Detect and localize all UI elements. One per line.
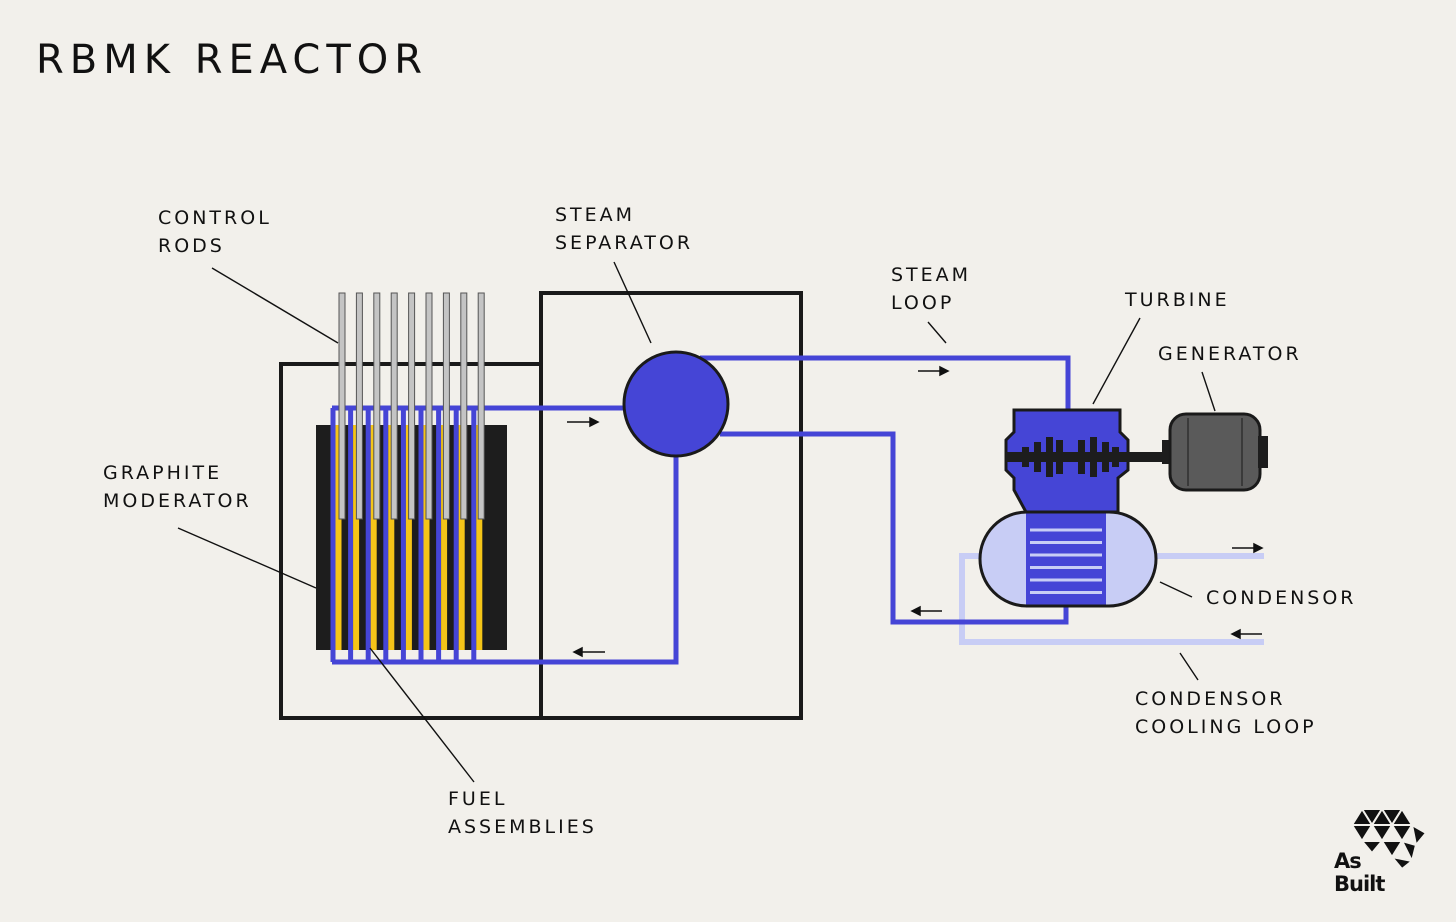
label-line: RODS bbox=[158, 235, 225, 257]
turbine-blade bbox=[1090, 437, 1097, 477]
turbine-blade bbox=[1046, 437, 1053, 477]
label-line: ASSEMBLIES bbox=[448, 816, 597, 838]
label-line: COOLING LOOP bbox=[1135, 716, 1317, 738]
leader-steam-loop bbox=[927, 321, 947, 344]
fuel-assembly bbox=[423, 425, 430, 650]
return-to-separator bbox=[720, 431, 1069, 625]
channel-stub bbox=[471, 408, 477, 662]
turbine-blade bbox=[1034, 442, 1041, 472]
label-condensor: CONDENSOR bbox=[1206, 584, 1357, 612]
arrow-cooling-in-left bbox=[1230, 628, 1262, 640]
leader-steam-separator bbox=[613, 261, 652, 344]
label-line: LOOP bbox=[891, 292, 955, 314]
turbine-blades bbox=[1022, 437, 1119, 477]
leader-generator bbox=[1201, 371, 1216, 412]
channel-stub bbox=[365, 408, 371, 662]
control-rod bbox=[442, 292, 450, 520]
control-rod bbox=[460, 292, 468, 520]
fuel-assembly bbox=[353, 425, 360, 650]
turbine-blade bbox=[1112, 447, 1119, 467]
channel-stub bbox=[418, 408, 424, 662]
turbine-blade bbox=[1056, 440, 1063, 474]
control-rod bbox=[338, 292, 346, 520]
control-rods bbox=[338, 292, 485, 520]
label-line: SEPARATOR bbox=[555, 232, 694, 254]
arrow-downcomer-left bbox=[572, 646, 605, 658]
channel-stub bbox=[330, 408, 336, 662]
label-line: MODERATOR bbox=[103, 490, 252, 512]
label-graphite-moderator: GRAPHITE MODERATOR bbox=[103, 459, 252, 515]
steam-separator-drum bbox=[622, 350, 730, 458]
label-turbine: TURBINE bbox=[1125, 286, 1230, 314]
label-fuel-assemblies: FUEL ASSEMBLIES bbox=[448, 785, 597, 841]
leader-graphite-moderator bbox=[177, 527, 317, 589]
label-line: GENERATOR bbox=[1158, 343, 1302, 365]
separator-building bbox=[539, 291, 803, 720]
steam-loop-pipe bbox=[700, 355, 1071, 412]
fuel-assembly bbox=[370, 425, 377, 650]
label-line: CONDENSOR bbox=[1206, 587, 1357, 609]
condensor-tube-bundle bbox=[1026, 510, 1106, 606]
control-rod bbox=[425, 292, 433, 520]
arrow-return-left bbox=[910, 605, 942, 617]
fuel-channels bbox=[330, 408, 483, 662]
label-line: FUEL bbox=[448, 788, 508, 810]
turbine-blade bbox=[1102, 442, 1109, 472]
label-control-rods: CONTROL RODS bbox=[158, 204, 272, 260]
generator-end-cap bbox=[1258, 436, 1268, 468]
channel-stub bbox=[348, 408, 354, 662]
fuel-assembly bbox=[405, 425, 412, 650]
arrow-steam-right bbox=[918, 365, 950, 377]
control-rod bbox=[373, 292, 381, 520]
channel-stub bbox=[453, 408, 459, 662]
asbuilt-logo-mark bbox=[1350, 807, 1428, 871]
label-condensor-cooling-loop: CONDENSOR COOLING LOOP bbox=[1135, 685, 1317, 741]
leader-condensor bbox=[1159, 581, 1193, 598]
diagram-title: RBMK REACTOR bbox=[36, 37, 429, 83]
fuel-assembly bbox=[441, 425, 448, 650]
fuel-assembly bbox=[388, 425, 395, 650]
control-rod bbox=[477, 292, 485, 520]
arrow-cooling-out-right bbox=[1232, 542, 1264, 554]
turbine-blade bbox=[1078, 440, 1085, 474]
condensor-tubes bbox=[1030, 528, 1102, 594]
channel-stub bbox=[383, 408, 389, 662]
leader-cooling-loop bbox=[1179, 652, 1199, 681]
turbine-blade bbox=[1022, 447, 1029, 467]
channel-stub bbox=[400, 408, 406, 662]
label-line: GRAPHITE bbox=[103, 462, 223, 484]
label-line: STEAM bbox=[555, 204, 636, 226]
fuel-assembly bbox=[476, 425, 483, 650]
label-generator: GENERATOR bbox=[1158, 340, 1302, 368]
control-rod bbox=[355, 292, 363, 520]
logo-line2: Built bbox=[1334, 872, 1385, 896]
flow-arrows bbox=[567, 365, 1264, 658]
leader-lines bbox=[177, 261, 1216, 783]
leader-turbine bbox=[1092, 317, 1141, 405]
leader-control-rods bbox=[211, 267, 339, 344]
control-rod bbox=[408, 292, 416, 520]
leader-fuel-assemblies bbox=[369, 647, 475, 783]
label-steam-separator: STEAM SEPARATOR bbox=[555, 201, 693, 257]
logo-line1: As bbox=[1334, 849, 1362, 873]
label-line: CONDENSOR bbox=[1135, 688, 1286, 710]
fuel-assembly bbox=[458, 425, 465, 650]
channel-stub bbox=[436, 408, 442, 662]
label-line: TURBINE bbox=[1125, 289, 1230, 311]
label-line: CONTROL bbox=[158, 207, 272, 229]
arrow-riser-right bbox=[567, 416, 600, 428]
label-line: STEAM bbox=[891, 264, 972, 286]
generator-body bbox=[1168, 412, 1262, 492]
label-steam-loop: STEAM LOOP bbox=[891, 261, 971, 317]
fuel-assembly bbox=[335, 425, 342, 650]
asbuilt-logo-text: As Built bbox=[1334, 849, 1385, 896]
control-rod bbox=[390, 292, 398, 520]
